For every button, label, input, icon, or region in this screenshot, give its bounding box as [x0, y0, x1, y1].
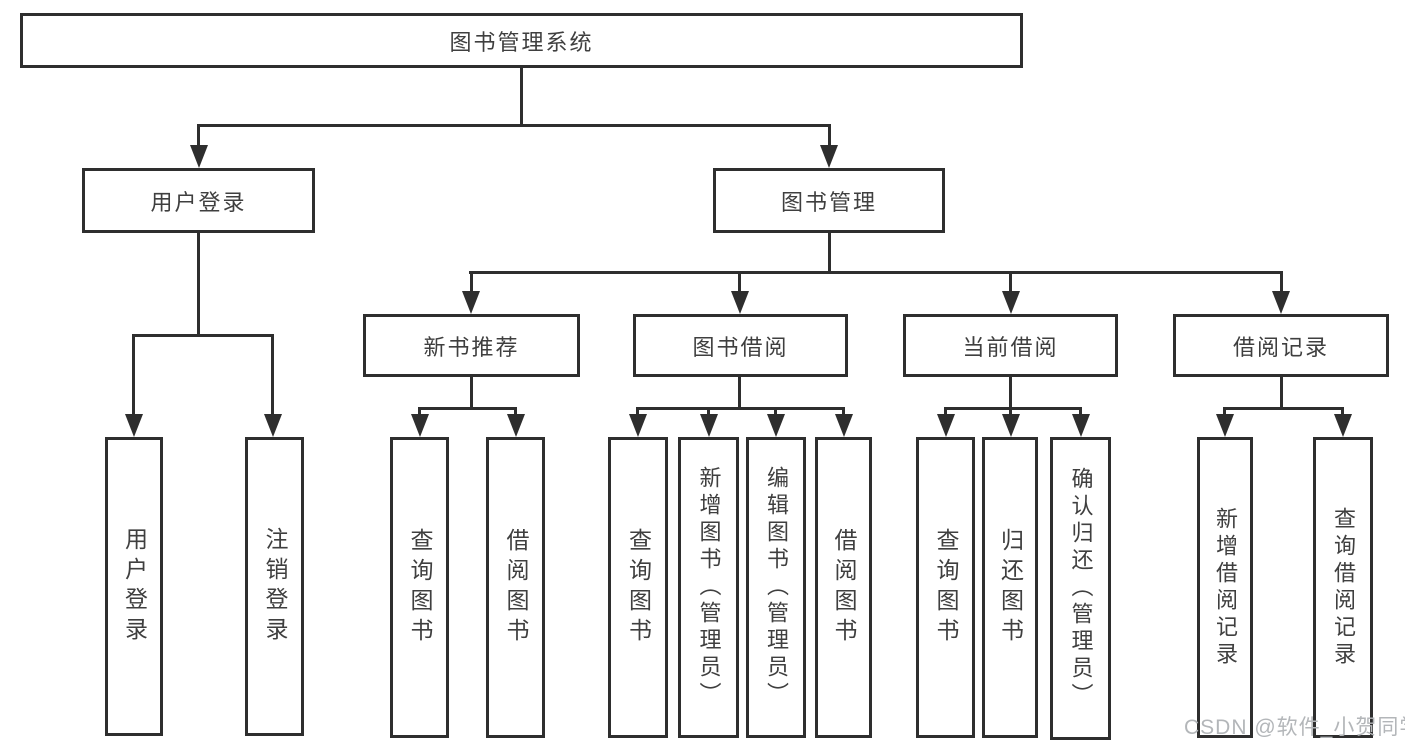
leaf-borrow-add-book-admin-label: 新增图书（管理员）: [696, 466, 722, 709]
connector-newrec-drop: [514, 407, 517, 419]
node-current-borrow-label: 当前借阅: [962, 334, 1059, 360]
node-borrow-record-label: 借阅记录: [1232, 334, 1329, 360]
connector-newrec-vline: [470, 377, 473, 410]
arrow-down-icon: [264, 414, 282, 437]
node-user-login: 用户登录: [82, 168, 315, 233]
leaf-borrow-borrow-book: 借阅图书: [815, 437, 872, 738]
node-root-label: 图书管理系统: [449, 29, 594, 55]
arrow-down-icon: [629, 414, 647, 437]
leaf-logout: 注销登录: [245, 437, 304, 736]
leaf-current-query-book-label: 查询图书: [933, 527, 959, 648]
arrow-down-icon: [125, 414, 143, 437]
connector-bookmgmt-drop: [1009, 271, 1012, 293]
leaf-borrow-edit-book-admin-label: 编辑图书（管理员）: [764, 466, 789, 709]
leaf-current-confirm-return-admin-label: 确认归还（管理员）: [1068, 467, 1094, 710]
connector-bookmgmt-vline: [828, 233, 831, 274]
connector-bookmgmt-drop: [1280, 271, 1283, 293]
leaf-borrow-query-book-label: 查询图书: [625, 527, 652, 648]
connector-root-hline: [197, 124, 831, 127]
connector-bookmgmt-drop: [470, 271, 473, 293]
leaf-user-login: 用户登录: [105, 437, 163, 736]
leaf-borrow-add-book-admin: 新增图书（管理员）: [678, 437, 739, 738]
connector-record-vline: [1280, 377, 1283, 410]
node-book-management: 图书管理: [713, 168, 945, 233]
arrow-down-icon: [1216, 414, 1234, 437]
leaf-borrow-borrow-book-label: 借阅图书: [831, 527, 857, 648]
leaf-newrec-borrow-book-label: 借阅图书: [503, 527, 529, 648]
arrow-down-icon: [700, 414, 718, 437]
leaf-logout-label: 注销登录: [262, 526, 288, 647]
node-current-borrow: 当前借阅: [903, 314, 1118, 377]
connector-current-drop: [944, 407, 947, 419]
connector-newrec-drop: [418, 407, 421, 419]
arrow-down-icon: [1002, 414, 1020, 437]
connector-userlogin-hline: [132, 334, 274, 337]
arrow-down-icon: [411, 414, 429, 437]
connector-borrow-drop: [707, 407, 710, 419]
leaf-newrec-query-book: 查询图书: [390, 437, 449, 738]
arrow-down-icon: [937, 414, 955, 437]
leaf-current-return-book-label: 归还图书: [997, 527, 1024, 648]
connector-current-drop: [1009, 407, 1012, 419]
node-book-borrow: 图书借阅: [633, 314, 848, 377]
connector-record-hline: [1223, 407, 1344, 410]
node-book-borrow-label: 图书借阅: [692, 334, 789, 360]
csdn-watermark: CSDN @软件_小贺同学: [1184, 716, 1405, 739]
connector-borrow-hline: [636, 407, 845, 410]
leaf-current-confirm-return-admin: 确认归还（管理员）: [1050, 437, 1111, 740]
connector-record-drop: [1223, 407, 1226, 419]
node-user-login-label: 用户登录: [150, 189, 247, 215]
arrow-down-icon: [507, 414, 525, 437]
connector-newrec-hline: [418, 407, 517, 410]
connector-current-hline: [944, 407, 1082, 410]
node-root: 图书管理系统: [20, 13, 1023, 68]
node-book-management-label: 图书管理: [780, 189, 877, 215]
arrow-down-icon: [767, 414, 785, 437]
leaf-record-add-record-label: 新增借阅记录: [1213, 506, 1238, 669]
leaf-user-login-label: 用户登录: [121, 526, 148, 647]
connector-userlogin-drop: [132, 334, 135, 418]
arrow-down-icon: [1002, 291, 1020, 314]
node-new-book-recommend-label: 新书推荐: [423, 334, 520, 360]
node-borrow-record: 借阅记录: [1173, 314, 1389, 377]
connector-bookmgmt-hline: [469, 271, 1283, 274]
arrow-down-icon: [1334, 414, 1352, 437]
connector-userlogin-vline: [197, 233, 200, 337]
connector-current-drop: [1079, 407, 1082, 419]
connector-userlogin-drop: [271, 334, 274, 418]
connector-current-vline: [1009, 377, 1012, 410]
arrow-down-icon: [731, 291, 749, 314]
connector-root-vline: [520, 68, 523, 127]
connector-borrow-drop: [774, 407, 777, 419]
connector-borrow-drop: [636, 407, 639, 419]
arrow-down-icon: [1272, 291, 1290, 314]
connector-bookmgmt-drop: [738, 271, 741, 293]
leaf-current-return-book: 归还图书: [982, 437, 1038, 738]
node-new-book-recommend: 新书推荐: [363, 314, 580, 377]
leaf-borrow-query-book: 查询图书: [608, 437, 668, 738]
leaf-record-add-record: 新增借阅记录: [1197, 437, 1253, 738]
arrow-down-icon: [462, 291, 480, 314]
leaf-current-query-book: 查询图书: [916, 437, 975, 738]
arrow-down-icon: [820, 145, 838, 168]
arrow-down-icon: [190, 145, 208, 168]
connector-root-left-drop: [197, 124, 200, 148]
leaf-newrec-query-book-label: 查询图书: [407, 527, 433, 648]
leaf-borrow-edit-book-admin: 编辑图书（管理员）: [746, 437, 806, 738]
leaf-record-query-record: 查询借阅记录: [1313, 437, 1373, 738]
connector-borrow-vline: [738, 377, 741, 410]
connector-root-right-drop: [828, 124, 831, 148]
leaf-record-query-record-label: 查询借阅记录: [1331, 506, 1356, 669]
arrow-down-icon: [1072, 414, 1090, 437]
arrow-down-icon: [835, 414, 853, 437]
connector-borrow-drop: [842, 407, 845, 419]
leaf-newrec-borrow-book: 借阅图书: [486, 437, 545, 738]
connector-record-drop: [1341, 407, 1344, 419]
